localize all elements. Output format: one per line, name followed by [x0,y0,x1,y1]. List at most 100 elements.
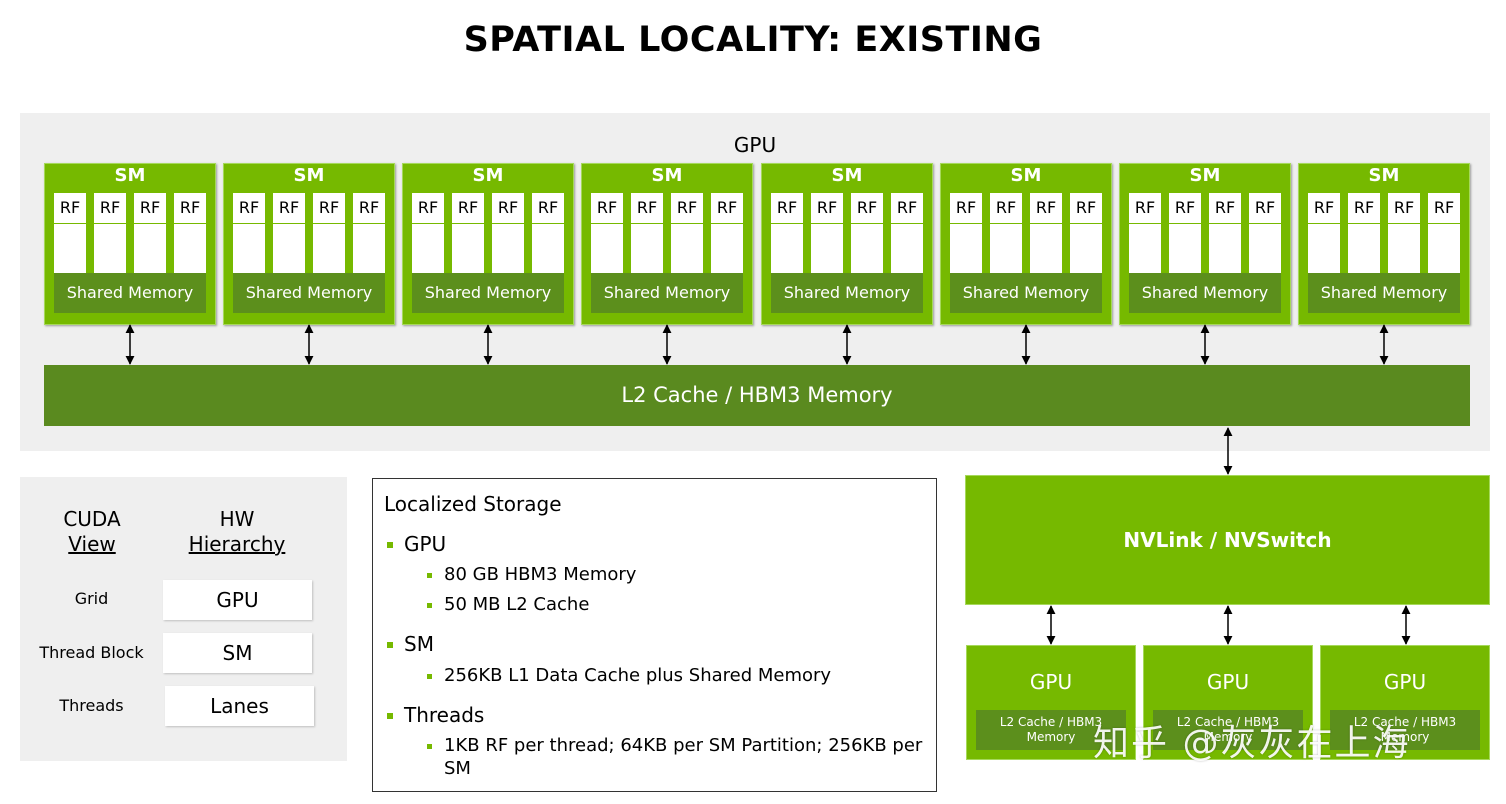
shared-memory: Shared Memory [233,273,385,313]
sm-block: SM RF RF RF RF Shared Memory [581,163,753,325]
rf-cell: RF [353,193,385,273]
sm-title: SM [293,165,325,186]
gpu-node-l2-text: Memory [1203,730,1253,744]
rf-label: RF [94,193,126,224]
hw-hierarchy-header: HW Hierarchy [177,507,297,557]
gpu-node-l2: L2 Cache / HBM3 Memory [1330,710,1480,750]
header-text: View [68,532,116,556]
bullet-icon [387,542,393,548]
sm-title: SM [651,165,683,186]
sm-block: SM RF RF RF RF Shared Memory [1298,163,1470,325]
rf-cell: RF [1209,193,1241,273]
sm-title: SM [831,165,863,186]
bullet-icon [427,603,432,608]
shared-memory: Shared Memory [1129,273,1281,313]
sm-block: SM RF RF RF RF Shared Memory [223,163,395,325]
rf-cell: RF [671,193,703,273]
gpu-node-l2-text: L2 Cache / HBM3 [999,715,1103,729]
hw-row-box: Lanes [165,686,314,726]
sm-block: SM RF RF RF RF Shared Memory [1119,163,1291,325]
shared-memory: Shared Memory [412,273,564,313]
storage-item: SM [444,758,471,779]
rf-label: RF [990,193,1022,224]
sm-title: SM [472,165,504,186]
sm-block: SM RF RF RF RF Shared Memory [402,163,574,325]
gpu-node-l2-text: Memory [1026,730,1076,744]
rf-label: RF [891,193,923,224]
rf-cell: RF [1129,193,1161,273]
storage-threads: Threads [404,703,485,727]
rf-label: RF [811,193,843,224]
sm-title: SM [1010,165,1042,186]
gpu-node: GPU L2 Cache / HBM3 Memory [1320,645,1490,760]
sm-block: SM RF RF RF RF Shared Memory [44,163,216,325]
rf-cell: RF [1169,193,1201,273]
watermark: 知乎 @灰灰在上海 [1093,723,1411,764]
rf-cell: RF [1030,193,1062,273]
rf-label: RF [452,193,484,224]
l2-cache-bar: L2 Cache / HBM3 Memory [44,365,1470,426]
sm-title: SM [1189,165,1221,186]
storage-item: 256KB L1 Data Cache plus Shared Memory [444,665,832,686]
rf-cell: RF [851,193,883,273]
shared-memory: Shared Memory [54,273,206,313]
header-text: Hierarchy [188,532,286,556]
rf-cell: RF [631,193,663,273]
gpu-node-l2-text: L2 Cache / HBM3 [1176,715,1280,729]
rf-label: RF [631,193,663,224]
header-text: CUDA [63,507,121,531]
bullet-icon [427,573,432,578]
rf-cell: RF [532,193,564,273]
gpu-node-l2: L2 Cache / HBM3 Memory [976,710,1126,750]
gpu-node-l2: L2 Cache / HBM3 Memory [1153,710,1303,750]
rf-cell: RF [1388,193,1420,273]
rf-cell: RF [1249,193,1281,273]
gpu-node: GPU L2 Cache / HBM3 Memory [966,645,1136,760]
rf-label: RF [134,193,166,224]
rf-label: RF [1030,193,1062,224]
gpu-node-title: GPU [1029,670,1073,694]
gpu-node-l2-text: Memory [1380,730,1430,744]
rf-cell: RF [1070,193,1102,273]
rf-cell: RF [134,193,166,273]
storage-gpu: GPU [404,532,447,556]
gpu-node-title: GPU [1206,670,1250,694]
rf-label: RF [174,193,206,224]
rf-label: RF [1308,193,1340,224]
rf-label: RF [950,193,982,224]
sm-block: SM RF RF RF RF Shared Memory [761,163,933,325]
header-text: HW [219,507,255,531]
rf-cell: RF [273,193,305,273]
rf-label: RF [1129,193,1161,224]
rf-cell: RF [313,193,345,273]
sm-title: SM [1368,165,1400,186]
rf-cell: RF [711,193,743,273]
rf-cell: RF [771,193,803,273]
rf-cell: RF [990,193,1022,273]
rf-label: RF [1348,193,1380,224]
rf-label: RF [671,193,703,224]
rf-label: RF [1428,193,1460,224]
sm-block: SM RF RF RF RF Shared Memory [940,163,1112,325]
bullet-icon [427,674,432,679]
rf-cell: RF [233,193,265,273]
rf-label: RF [313,193,345,224]
shared-memory: Shared Memory [950,273,1102,313]
rf-label: RF [591,193,623,224]
rf-label: RF [492,193,524,224]
hw-row-box: GPU [163,580,312,620]
shared-memory: Shared Memory [591,273,743,313]
rf-cell: RF [1308,193,1340,273]
rf-cell: RF [1348,193,1380,273]
rf-cell: RF [591,193,623,273]
rf-cell: RF [891,193,923,273]
page-title: SPATIAL LOCALITY: EXISTING [463,20,1043,60]
shared-memory: Shared Memory [771,273,923,313]
rf-label: RF [54,193,86,224]
rf-label: RF [532,193,564,224]
bullet-icon [427,744,432,749]
gpu-node-title: GPU [1383,670,1427,694]
rf-label: RF [1249,193,1281,224]
rf-cell: RF [94,193,126,273]
